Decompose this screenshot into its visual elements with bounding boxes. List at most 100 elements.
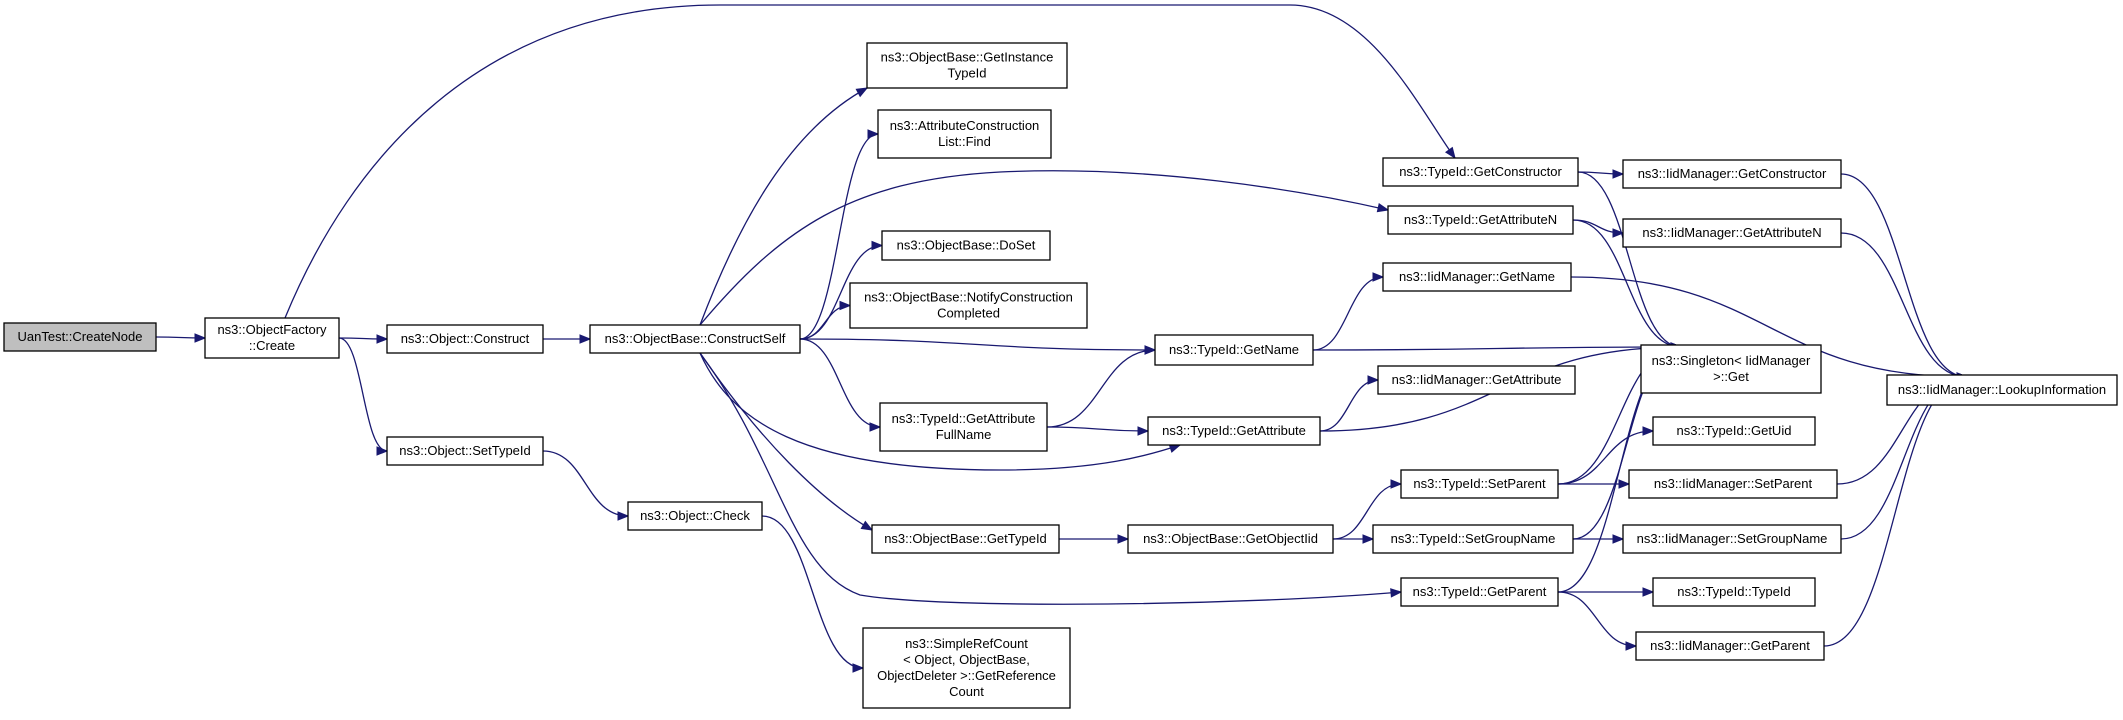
node-box: [1622, 218, 1842, 248]
edge-objectbase-constructself-to-attributeconstructionlist-find: [799, 133, 879, 340]
arrowhead: [1612, 534, 1625, 544]
node-box: [3, 322, 157, 352]
node-label: ns3::ObjectBase::GetObjectIid: [1143, 531, 1318, 546]
node-iidmanager-getparent[interactable]: ns3::IidManager::GetParent: [1635, 631, 1825, 661]
node-label: ns3::ObjectFactory: [217, 322, 327, 337]
node-typeid-typeid[interactable]: ns3::TypeId::TypeId: [1652, 577, 1816, 607]
node-label: ns3::TypeId::GetAttributeN: [1404, 212, 1557, 227]
node-objectbase-gettypeid[interactable]: ns3::ObjectBase::GetTypeId: [871, 524, 1060, 554]
node-label: ns3::TypeId::GetUid: [1677, 423, 1792, 438]
node-label: ns3::Object::SetTypeId: [399, 443, 531, 458]
node-typeid-getparent[interactable]: ns3::TypeId::GetParent: [1400, 577, 1559, 607]
node-objectbase-getobjectiid[interactable]: ns3::ObjectBase::GetObjectIid: [1127, 524, 1334, 554]
node-box: [386, 436, 544, 466]
arrowhead: [376, 334, 389, 344]
node-label: ns3::IidManager::SetGroupName: [1637, 531, 1828, 546]
node-layer: UanTest::CreateNode ns3::ObjectFactory::C…: [3, 42, 2118, 709]
node-label: ns3::ObjectBase::ConstructSelf: [605, 331, 786, 346]
node-label: Completed: [937, 306, 1000, 321]
node-label: ns3::IidManager::GetConstructor: [1638, 166, 1827, 181]
node-box: [879, 402, 1048, 452]
node-iidmanager-getattributen[interactable]: ns3::IidManager::GetAttributeN: [1622, 218, 1842, 248]
node-iidmanager-getattribute[interactable]: ns3::IidManager::GetAttribute: [1377, 365, 1576, 395]
node-objectbase-constructself[interactable]: ns3::ObjectBase::ConstructSelf: [589, 324, 801, 354]
node-label: ns3::TypeId::SetParent: [1413, 476, 1546, 491]
edge-objectbase-constructself-to-objectbase-getinstancetypeid: [699, 87, 868, 326]
node-label: ns3::AttributeConstruction: [890, 118, 1040, 133]
edge-typeid-getattributefullname-to-typeid-getname: [1046, 349, 1156, 428]
node-label: ns3::Object::Construct: [401, 331, 530, 346]
node-singleton-get[interactable]: ns3::Singleton< IidManager>::Get: [1640, 344, 1822, 394]
node-typeid-getattribute[interactable]: ns3::TypeId::GetAttribute: [1147, 416, 1321, 446]
node-label: ns3::IidManager::GetName: [1399, 269, 1555, 284]
node-iidmanager-setgroupname[interactable]: ns3::IidManager::SetGroupName: [1622, 524, 1842, 554]
node-box: [627, 501, 763, 531]
arrowhead: [376, 446, 389, 456]
node-box: [866, 42, 1068, 89]
node-label: ns3::Singleton< IidManager: [1652, 353, 1811, 368]
node-typeid-getname[interactable]: ns3::TypeId::GetName: [1154, 334, 1314, 366]
node-objectbase-doset[interactable]: ns3::ObjectBase::DoSet: [881, 230, 1051, 261]
node-typeid-setparent[interactable]: ns3::TypeId::SetParent: [1400, 469, 1559, 499]
arrowhead: [1367, 375, 1380, 385]
arrowhead: [1625, 641, 1638, 651]
node-box: [1628, 469, 1838, 499]
node-object-check[interactable]: ns3::Object::Check: [627, 501, 763, 531]
edge-objectfactory-create-to-typeid-getconstructor: [284, 4, 1456, 319]
node-typeid-getconstructor[interactable]: ns3::TypeId::GetConstructor: [1382, 157, 1579, 187]
node-label: ns3::IidManager::GetAttribute: [1392, 372, 1562, 387]
node-label: ns3::TypeId::GetName: [1169, 342, 1299, 357]
node-uantest-createnode[interactable]: UanTest::CreateNode: [3, 322, 157, 352]
edge-typeid-getname-to-singleton-get: [1312, 346, 1682, 351]
node-box: [877, 109, 1052, 159]
node-objectbase-notifyconstruction[interactable]: ns3::ObjectBase::NotifyConstructionCompl…: [849, 282, 1088, 329]
node-label: ns3::IidManager::GetAttributeN: [1642, 225, 1821, 240]
node-typeid-setgroupname[interactable]: ns3::TypeId::SetGroupName: [1372, 524, 1574, 554]
node-iidmanager-getname[interactable]: ns3::IidManager::GetName: [1382, 262, 1572, 292]
node-box: [871, 524, 1060, 554]
node-objectfactory-create[interactable]: ns3::ObjectFactory::Create: [204, 317, 340, 359]
arrowhead: [860, 520, 874, 531]
edge-typeid-getparent-to-iidmanager-getparent: [1557, 591, 1637, 647]
node-label: >::Get: [1713, 369, 1749, 384]
node-label: ::Create: [249, 338, 295, 353]
edge-objectbase-constructself-to-objectbase-notifyconstruction: [799, 304, 851, 340]
node-box: [204, 317, 340, 359]
node-box: [1622, 524, 1842, 554]
node-object-construct[interactable]: ns3::Object::Construct: [386, 324, 544, 354]
edge-typeid-getattributen-to-singleton-get: [1572, 219, 1682, 348]
node-object-settypeid[interactable]: ns3::Object::SetTypeId: [386, 436, 544, 466]
arrowhead: [1642, 426, 1655, 436]
node-label: ns3::TypeId::TypeId: [1677, 584, 1790, 599]
arrowhead: [617, 511, 630, 521]
edge-object-check-to-simplerefcount: [761, 515, 864, 669]
node-box: [1372, 524, 1574, 554]
node-simplerefcount[interactable]: ns3::SimpleRefCount< Object, ObjectBase,…: [862, 627, 1071, 709]
node-typeid-getattributen[interactable]: ns3::TypeId::GetAttributeN: [1387, 205, 1574, 235]
node-iidmanager-lookupinformation[interactable]: ns3::IidManager::LookupInformation: [1886, 374, 2118, 406]
node-label: FullName: [936, 427, 992, 442]
node-label: ns3::TypeId::GetParent: [1413, 584, 1547, 599]
edge-objectbase-constructself-to-objectbase-gettypeid: [699, 352, 873, 531]
node-box: [1640, 344, 1822, 394]
arrowhead: [194, 333, 207, 343]
node-box: [849, 282, 1088, 329]
node-iidmanager-setparent[interactable]: ns3::IidManager::SetParent: [1628, 469, 1838, 499]
edge-iidmanager-getname-to-iidmanager-lookupinformation: [1570, 276, 1968, 378]
arrowhead: [1444, 146, 1456, 160]
node-typeid-getuid[interactable]: ns3::TypeId::GetUid: [1652, 416, 1816, 446]
arrowhead: [1612, 169, 1625, 179]
node-box: [1886, 374, 2118, 406]
arrowhead: [869, 422, 882, 432]
arrowhead: [1362, 534, 1375, 544]
node-label: ns3::TypeId::SetGroupName: [1391, 531, 1556, 546]
node-box: [1382, 262, 1572, 292]
node-iidmanager-getconstructor[interactable]: ns3::IidManager::GetConstructor: [1622, 159, 1842, 189]
node-box: [1635, 631, 1825, 661]
edge-objectbase-constructself-to-typeid-getparent: [699, 352, 1402, 605]
edge-iidmanager-getconstructor-to-iidmanager-lookupinformation: [1840, 173, 1968, 378]
